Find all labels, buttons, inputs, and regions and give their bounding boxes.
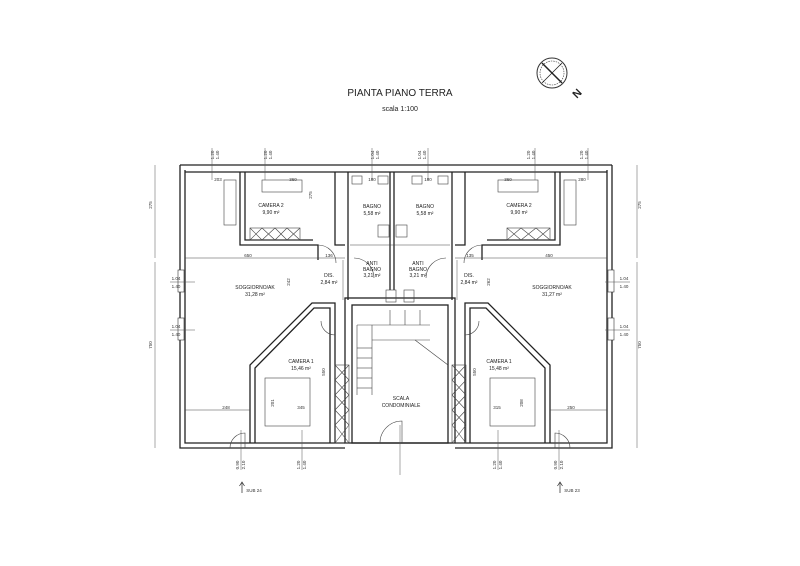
- room-area: 5,58 m²: [364, 211, 381, 217]
- room-name: SOGGIORNO/AK: [532, 285, 572, 291]
- outer-walls: [177, 164, 615, 449]
- window-dimension: 1.40: [620, 332, 629, 337]
- window-dimension: 1.40: [215, 150, 220, 159]
- room-area: 3,21 m²: [364, 273, 381, 279]
- room-name: DIS.: [324, 273, 334, 279]
- bathroom-fixtures: [223, 175, 577, 303]
- window-dimension: 1.04: [172, 324, 181, 329]
- north-label: N: [570, 87, 584, 101]
- beds: [261, 179, 539, 427]
- window-dimension: 1.20: [296, 460, 301, 469]
- window-dimension: 1.20: [579, 150, 584, 159]
- dimension-text: 750: [148, 341, 153, 349]
- dimension-text: 180: [424, 177, 432, 182]
- room-name: BAGNO: [416, 204, 434, 210]
- window-dimension: 1.04: [172, 276, 181, 281]
- dimension-text: 275: [308, 191, 313, 199]
- room-name: CAMERA 2: [258, 203, 284, 209]
- dimension-text: 242: [286, 278, 291, 286]
- room-name: ANTI: [366, 261, 377, 267]
- dimension-text: 275: [148, 201, 153, 209]
- window-dimension: 1.20: [526, 150, 531, 159]
- room-area: 5,58 m²: [417, 211, 434, 217]
- dimension-text: 550: [321, 368, 326, 376]
- window-dimension: 0.90: [553, 460, 558, 469]
- room-area: 9,90 m²: [511, 210, 528, 216]
- window-dimension: 1.40: [302, 460, 307, 469]
- window-dimension: 1.04: [370, 150, 375, 159]
- doors: [229, 244, 571, 449]
- dimension-text: 136: [325, 253, 333, 258]
- dimension-text: 550: [472, 368, 477, 376]
- window-dimension: 1.40: [620, 284, 629, 289]
- room-name: CAMERA 2: [506, 203, 532, 209]
- room-area: 9,90 m²: [263, 210, 280, 216]
- window-dimension: 1.40: [172, 332, 181, 337]
- dimension-lines: [154, 148, 638, 475]
- window-dimension: 1.40: [422, 150, 427, 159]
- window-dimension: 1.40: [172, 284, 181, 289]
- room-area: 31,28 m²: [245, 292, 265, 298]
- window-dimension: 1.20: [492, 460, 497, 469]
- window-dimension: 2.10: [241, 460, 246, 469]
- dimension-text: 180: [368, 177, 376, 182]
- window-dimension: 1.04: [417, 150, 422, 159]
- staircase: [356, 310, 449, 444]
- dimension-text: 135: [466, 253, 474, 258]
- room-name: CAMERA 1: [288, 359, 314, 365]
- sub-label: SUB 24: [246, 488, 262, 493]
- dimension-text: 360: [289, 177, 297, 182]
- room-name: DIS.: [464, 273, 474, 279]
- room-area: 15,46 m²: [291, 366, 311, 372]
- room-area: 2,84 m²: [321, 280, 338, 286]
- room-area: 15,48 m²: [489, 366, 509, 372]
- dimension-text: 203: [214, 177, 222, 182]
- room-name: BAGNO: [409, 267, 427, 273]
- room-name: CAMERA 1: [486, 359, 512, 365]
- room-name: SCALA: [393, 396, 410, 402]
- dimension-labels: 203 360 180 180 360 280 650 136 135 450 …: [148, 150, 642, 469]
- window-dimension: 1.04: [620, 324, 629, 329]
- north-compass-icon: N: [536, 57, 585, 101]
- window-dimension: 1.20: [210, 150, 215, 159]
- dimension-text: 315: [493, 405, 501, 410]
- sub-marker-left: SUB 24: [239, 481, 262, 493]
- window-dimension: 1.40: [531, 150, 536, 159]
- room-area: 31,27 m²: [542, 292, 562, 298]
- dimension-text: 208: [519, 399, 524, 407]
- window-dimension: 1.40: [268, 150, 273, 159]
- window-dimension: 1.04: [620, 276, 629, 281]
- dimension-text: 360: [504, 177, 512, 182]
- dimension-text: 275: [637, 201, 642, 209]
- room-area: 3,21 m²: [410, 273, 427, 279]
- window-dimension: 2.10: [559, 460, 564, 469]
- dimension-text: 650: [244, 253, 252, 258]
- room-name: SOGGIORNO/AK: [235, 285, 275, 291]
- wardrobes: [249, 227, 551, 444]
- room-labels: CAMERA 2 9,90 m² BAGNO 5,58 m² BAGNO 5,5…: [235, 203, 572, 409]
- window-dimension: 1.40: [375, 150, 380, 159]
- room-name: ANTI: [412, 261, 423, 267]
- room-area: 2,84 m²: [461, 280, 478, 286]
- dimension-text: 262: [486, 278, 491, 286]
- window-dimension: 1.40: [498, 460, 503, 469]
- inner-walls: [185, 172, 607, 444]
- plan-title: PIANTA PIANO TERRA: [347, 88, 453, 99]
- dimension-text: 280: [578, 177, 586, 182]
- plan-scale: scala 1:100: [382, 106, 418, 113]
- sub-marker-right: SUB 23: [557, 481, 580, 493]
- sub-label: SUB 23: [564, 488, 580, 493]
- window-dimension: 1.40: [584, 150, 589, 159]
- dimension-text: 250: [567, 405, 575, 410]
- room-name: BAGNO: [363, 267, 381, 273]
- room-name: BAGNO: [363, 204, 381, 210]
- dimension-text: 750: [637, 341, 642, 349]
- dimension-text: 450: [545, 253, 553, 258]
- window-dimension: 1.20: [263, 150, 268, 159]
- room-name: CONDOMINIALE: [382, 403, 421, 409]
- dimension-text: 345: [297, 405, 305, 410]
- window-dimension: 0.90: [235, 460, 240, 469]
- dimension-text: 248: [222, 405, 230, 410]
- dimension-text: 201: [270, 399, 275, 407]
